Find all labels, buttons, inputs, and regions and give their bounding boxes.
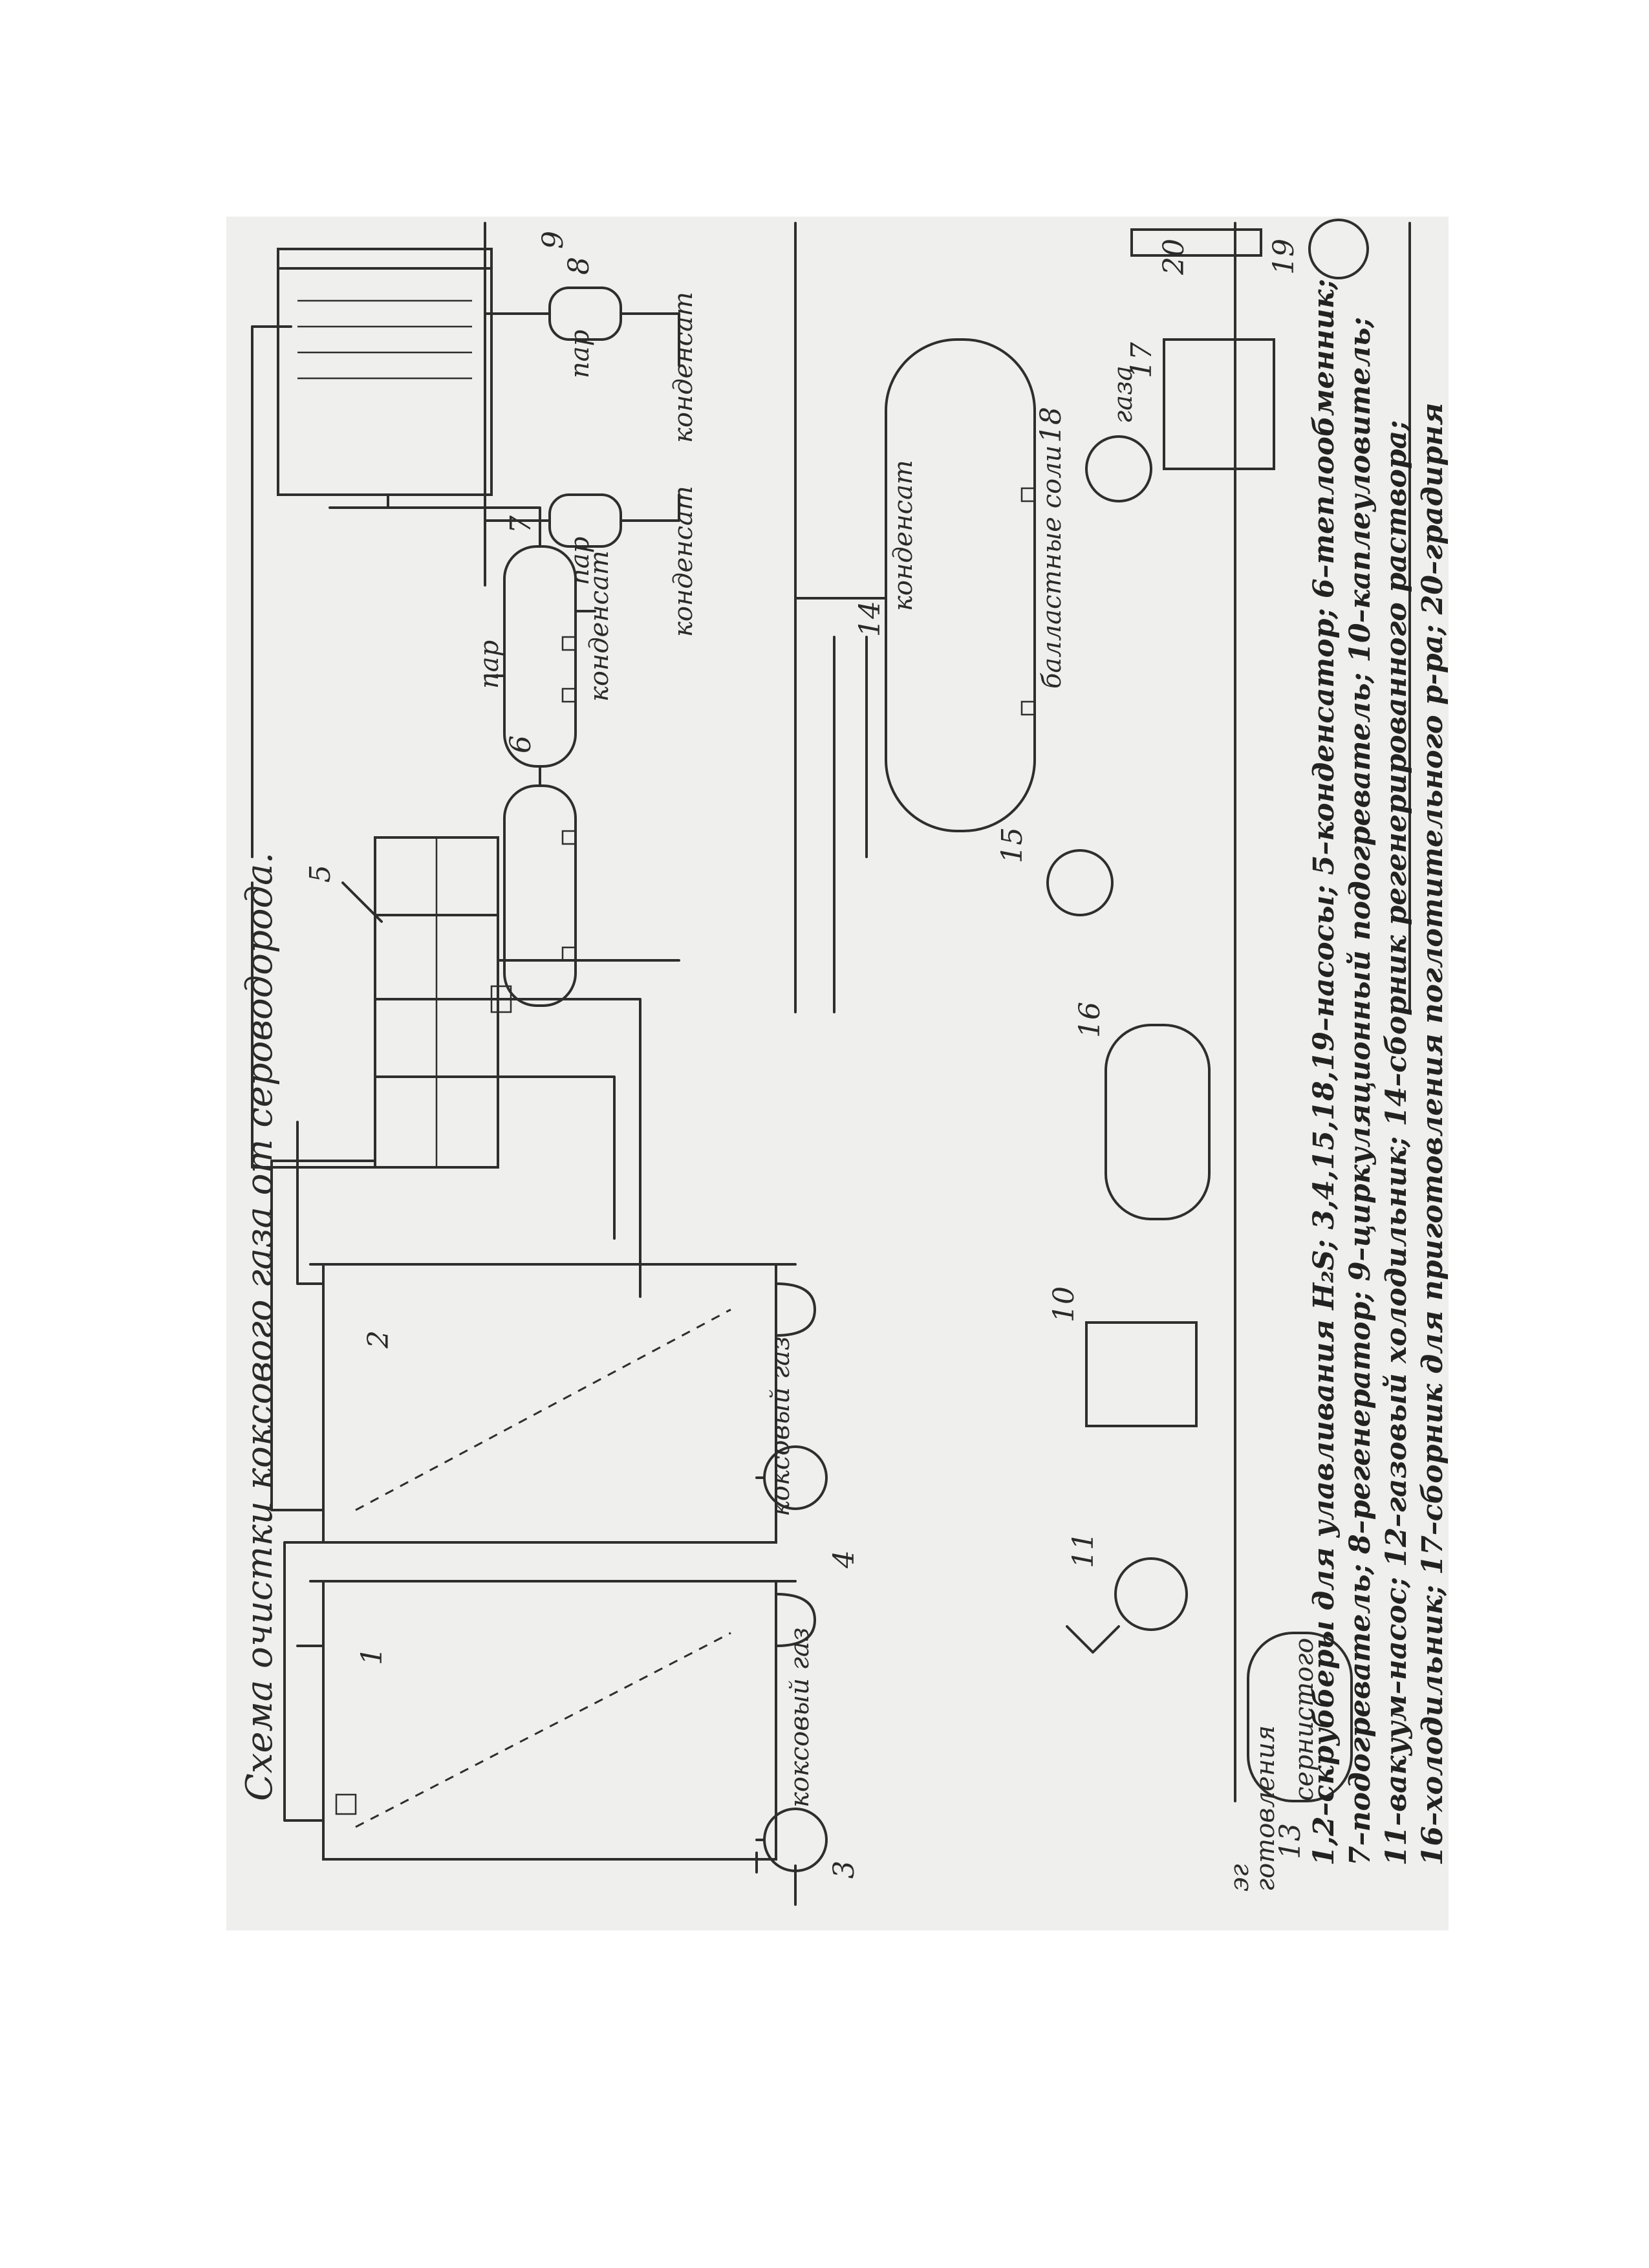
label-9: 9 bbox=[537, 231, 570, 249]
diagram-title: Схема очистки коксового газа от сероводо… bbox=[239, 852, 281, 1801]
label-1: 1 bbox=[356, 1647, 389, 1665]
label-koksovy-gaz-in: коксовый газ bbox=[785, 1627, 815, 1808]
label-3: 3 bbox=[828, 1861, 861, 1879]
legend-line: 7–подогреватель; 8–регенератор; 9–циркул… bbox=[1344, 317, 1377, 1866]
label-kondensat-2: конденсат bbox=[669, 486, 698, 637]
label-7: 7 bbox=[504, 515, 537, 534]
label-18: 18 bbox=[1035, 407, 1068, 443]
label-17: 17 bbox=[1125, 342, 1158, 378]
column-icon bbox=[277, 267, 493, 496]
legend-line: 1,2–скрубберы для улавливания H₂S; 3,4,1… bbox=[1308, 279, 1341, 1866]
scrubber-1 bbox=[309, 1580, 816, 1874]
label-par-1: пар bbox=[475, 640, 504, 689]
label-partial-2: эг bbox=[1225, 1864, 1255, 1892]
label-11: 11 bbox=[1067, 1532, 1100, 1568]
rotated-diagram: Схема очистки коксового газа от сероводо… bbox=[226, 217, 1449, 1930]
condenser-5 bbox=[374, 836, 512, 1169]
pump-icon bbox=[1114, 1557, 1188, 1631]
circ-heater-9a bbox=[484, 286, 680, 548]
pump-icon bbox=[1046, 849, 1114, 916]
label-19: 19 bbox=[1267, 239, 1300, 275]
label-gaza: газа bbox=[1108, 365, 1138, 424]
scanned-sheet: Схема очистки коксового газа от сероводо… bbox=[226, 217, 1449, 1930]
legend-line: 11–вакуум–насос; 12–газовый холодильник;… bbox=[1380, 420, 1413, 1866]
cooler-16 bbox=[1105, 1024, 1211, 1220]
tank-17 bbox=[1163, 338, 1275, 470]
label-10: 10 bbox=[1048, 1286, 1081, 1323]
label-kondensat-3: конденсат bbox=[669, 292, 698, 443]
legend-line: 16–холодильник; 17–сборник для приготовл… bbox=[1416, 402, 1449, 1866]
label-kondensat-1: конденсат bbox=[585, 550, 614, 702]
label-partial-1: готовления bbox=[1251, 1725, 1280, 1892]
label-8: 8 bbox=[563, 257, 596, 275]
label-par-3: пар bbox=[565, 330, 595, 378]
label-13: 13 bbox=[1274, 1823, 1307, 1859]
label-2: 2 bbox=[362, 1330, 395, 1349]
column-icon bbox=[322, 1263, 777, 1544]
collector-14 bbox=[794, 338, 1036, 832]
vessel-icon bbox=[885, 338, 1036, 832]
regenerator-8 bbox=[277, 222, 493, 587]
vessel-icon bbox=[503, 784, 577, 1007]
label-ballastnye-soli: балластные соли bbox=[1037, 446, 1067, 689]
vessel-13 bbox=[1247, 1632, 1353, 1802]
label-4: 4 bbox=[828, 1550, 861, 1569]
separator-10 bbox=[1085, 1321, 1198, 1427]
label-sernistogo: сернистого bbox=[1289, 1638, 1319, 1802]
label-kondensat-4: конденсат bbox=[889, 460, 918, 611]
label-koksovy-gaz-out: коксовый газ bbox=[766, 1336, 795, 1517]
scrubber-2 bbox=[309, 1263, 816, 1544]
label-15: 15 bbox=[996, 827, 1029, 863]
pump-icon bbox=[1085, 435, 1152, 502]
label-14: 14 bbox=[854, 601, 887, 637]
process-flow-diagram: Схема очистки коксового газа от сероводо… bbox=[239, 219, 1411, 1906]
heat-exchanger-6 bbox=[503, 784, 577, 1007]
label-16: 16 bbox=[1073, 1002, 1106, 1038]
label-par-2: пар bbox=[565, 537, 595, 585]
cooling-tower-20 bbox=[1130, 228, 1262, 257]
label-5: 5 bbox=[304, 865, 337, 883]
column-icon bbox=[322, 1580, 777, 1861]
legend: 1,2–скрубберы для улавливания H₂S; 3,4,1… bbox=[1306, 249, 1451, 1866]
label-20: 20 bbox=[1158, 239, 1191, 275]
pump-icon bbox=[763, 1808, 828, 1872]
pump-icon bbox=[1308, 219, 1369, 279]
